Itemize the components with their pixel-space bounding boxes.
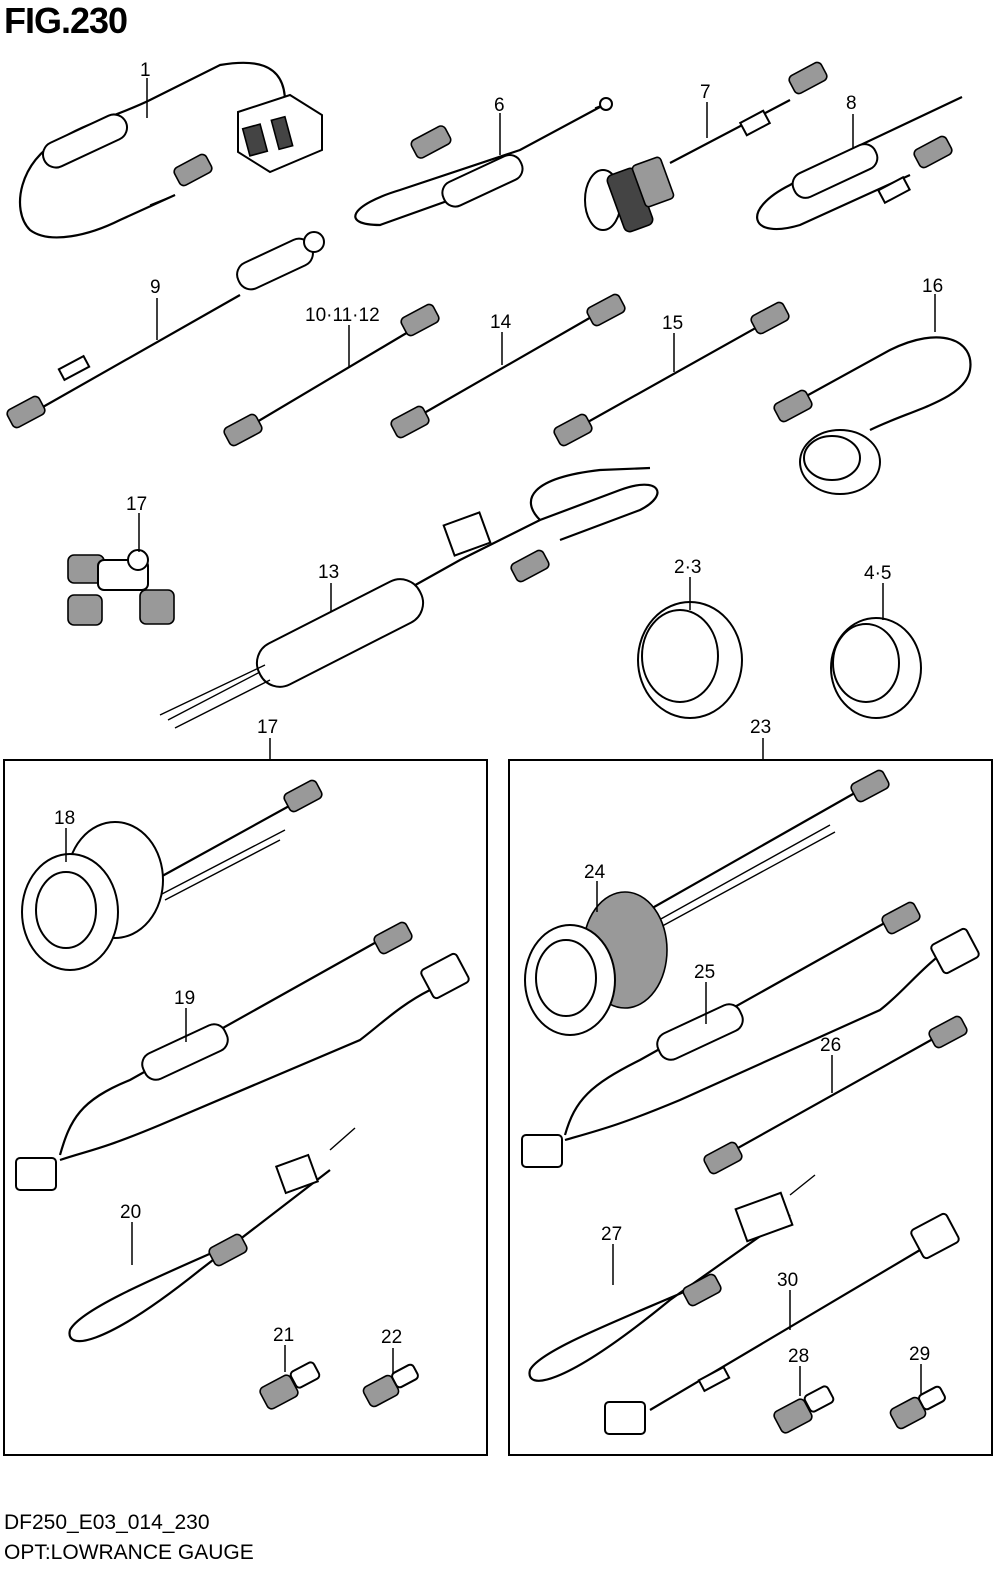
callout-1: 1 [140, 60, 151, 81]
callout-4-5: 4·5 [864, 563, 891, 584]
callout-28: 28 [788, 1346, 809, 1367]
callout-17-top: 17 [126, 494, 147, 515]
callout-29: 29 [909, 1344, 930, 1365]
part-15-drawing [553, 301, 790, 447]
callout-25: 25 [694, 962, 715, 983]
part-30-drawing [604, 1212, 960, 1435]
callout-19: 19 [174, 988, 195, 1009]
callout-20: 20 [120, 1202, 141, 1223]
callout-13: 13 [318, 562, 339, 583]
footer-description: OPT:LOWRANCE GAUGE [4, 1541, 254, 1564]
part-16-drawing [773, 336, 972, 495]
callout-21: 21 [273, 1325, 294, 1346]
part-28-drawing [773, 1385, 835, 1434]
callout-24: 24 [584, 862, 606, 883]
part-22-drawing [362, 1363, 419, 1408]
callout-22: 22 [381, 1327, 402, 1348]
bezel-2-3-drawing [637, 601, 743, 719]
part-8-drawing [756, 96, 963, 231]
part-18-drawing [21, 779, 323, 971]
part-7-drawing [584, 61, 828, 233]
callout-7: 7 [700, 82, 711, 103]
group-box-23 [508, 759, 993, 1456]
part-9-drawing [6, 231, 325, 429]
part-17-drawing [67, 549, 175, 626]
part-27-drawing [528, 1174, 816, 1382]
part-24-drawing [524, 769, 890, 1036]
callout-15: 15 [662, 313, 683, 334]
footer-code: DF250_E03_014_230 [4, 1511, 210, 1534]
part-1-drawing [18, 61, 323, 239]
callout-6: 6 [494, 95, 505, 116]
part-21-drawing [259, 1361, 321, 1410]
part-6-drawing [354, 97, 613, 227]
group-box-17 [3, 759, 488, 1456]
part-10-11-12-drawing [223, 303, 440, 447]
callout-18: 18 [54, 808, 75, 829]
callout-16: 16 [922, 276, 943, 297]
part-19-drawing [15, 921, 470, 1191]
callout-8: 8 [846, 93, 857, 114]
callout-2-3: 2·3 [674, 557, 701, 578]
bezel-4-5-drawing [830, 617, 922, 719]
part-26-drawing [703, 1015, 968, 1175]
part-29-drawing [889, 1385, 946, 1430]
callout-26: 26 [820, 1035, 841, 1056]
part-20-drawing [68, 1127, 356, 1343]
parts-diagram: 1 6 7 8 9 [3, 60, 993, 1456]
callout-9: 9 [150, 277, 161, 298]
callout-17-group: 17 [257, 717, 278, 738]
callout-10-11-12: 10·11·12 [305, 305, 380, 326]
figure-title: FIG.230 [4, 0, 128, 41]
part-25-drawing [521, 901, 980, 1168]
callout-27: 27 [601, 1224, 622, 1245]
part-14-drawing [390, 293, 626, 439]
callout-14: 14 [490, 312, 512, 333]
callout-30: 30 [777, 1270, 798, 1291]
part-13-drawing [159, 466, 659, 729]
callout-23-group: 23 [750, 717, 771, 738]
